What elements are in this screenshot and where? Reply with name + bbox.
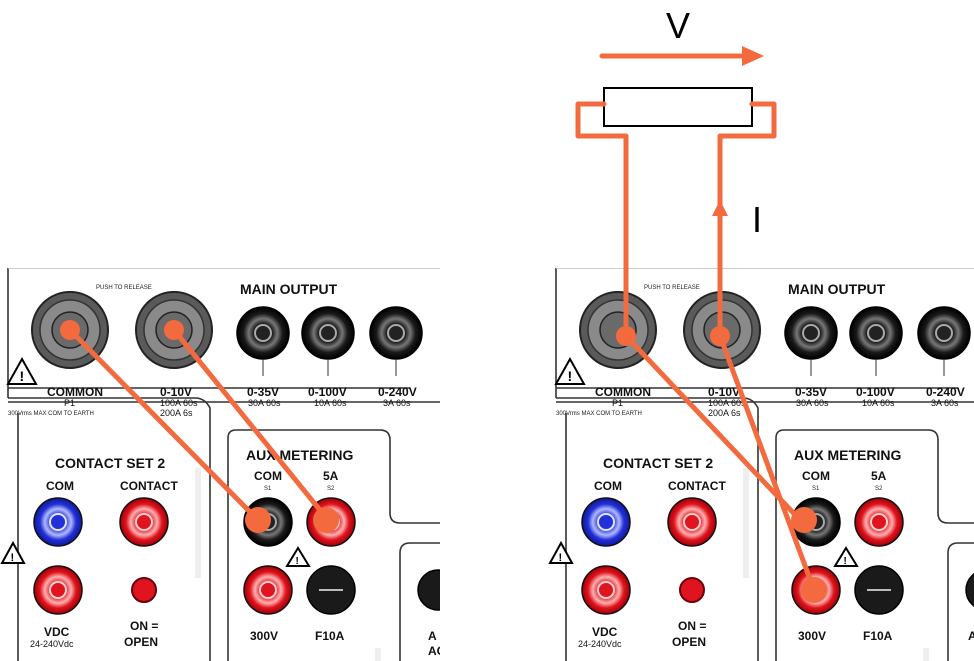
range-0-100v-rating: 10A 60s bbox=[314, 398, 347, 408]
left-wiring bbox=[60, 320, 339, 533]
range-0-35v-rating: 30A 60s bbox=[248, 398, 281, 408]
resistor-icon bbox=[603, 87, 753, 127]
range-0-10v-rating-1: 100A 60s bbox=[708, 398, 746, 408]
p1-label: P1 bbox=[612, 398, 623, 408]
main-output-label: MAIN OUTPUT bbox=[788, 281, 886, 297]
s2-label: S2 bbox=[327, 486, 335, 492]
range-0-35v-rating: 30A 60s bbox=[796, 398, 829, 408]
left-panel-labels: PUSH TO RELEASE MAIN OUTPUT COMMON P1 30… bbox=[8, 281, 446, 658]
on-label: ON = bbox=[130, 619, 158, 633]
range-0-240v-label: 0-240V bbox=[926, 385, 965, 399]
contact-label: CONTACT bbox=[668, 479, 726, 493]
aux-5a-label: 5A bbox=[323, 469, 339, 483]
vdc-label: VDC bbox=[592, 625, 618, 639]
range-0-240v-rating: 3A 60s bbox=[383, 398, 411, 408]
range-0-240v-label: 0-240V bbox=[378, 385, 417, 399]
vdc-label: VDC bbox=[44, 625, 70, 639]
wire-endpoint bbox=[245, 507, 271, 533]
aux-metering-label: AUX METERING bbox=[246, 447, 353, 463]
aux-300v-label: 300V bbox=[250, 629, 278, 643]
wire-0-10v-to-aux-5a bbox=[171, 327, 331, 523]
wire-endpoint bbox=[616, 326, 636, 346]
aux-com-label: COM bbox=[254, 469, 282, 483]
aux-metering-label: AUX METERING bbox=[794, 447, 901, 463]
wire-endpoint bbox=[791, 507, 817, 533]
partial-ac-label: AC bbox=[428, 644, 446, 658]
contact-set-label: CONTACT SET 2 bbox=[603, 455, 713, 471]
wire-endpoint bbox=[710, 326, 730, 346]
s1-label: S1 bbox=[812, 486, 820, 492]
contact-label: CONTACT bbox=[120, 479, 178, 493]
current-arrow-icon bbox=[712, 200, 728, 216]
range-0-100v-rating: 10A 60s bbox=[862, 398, 895, 408]
push-to-release-label: PUSH TO RELEASE bbox=[644, 285, 700, 291]
voltage-label: V bbox=[666, 5, 690, 46]
right-wiring bbox=[575, 46, 827, 603]
wire-endpoint bbox=[164, 320, 184, 340]
contact-com-label: COM bbox=[594, 479, 622, 493]
current-label: I bbox=[752, 199, 762, 240]
on-label: ON = bbox=[678, 619, 706, 633]
voltage-arrowhead-icon bbox=[742, 46, 764, 66]
open-label: OPEN bbox=[672, 635, 706, 649]
range-0-10v-rating-2: 200A 6s bbox=[160, 408, 193, 418]
s2-label: S2 bbox=[875, 486, 883, 492]
wire-load-to-common bbox=[575, 101, 629, 339]
range-0-240v-rating: 3A 60s bbox=[931, 398, 959, 408]
aux-300v-label: 300V bbox=[798, 629, 826, 643]
range-0-10v-label: 0-10V bbox=[160, 385, 192, 399]
wire-endpoint bbox=[801, 577, 827, 603]
range-0-10v-rating-1: 100A 60s bbox=[160, 398, 198, 408]
main-output-label: MAIN OUTPUT bbox=[240, 281, 338, 297]
f10a-label: F10A bbox=[863, 629, 893, 643]
range-0-10v-label: 0-10V bbox=[708, 385, 740, 399]
vdc-range-label: 24-240Vdc bbox=[578, 639, 622, 649]
p1-label: P1 bbox=[64, 398, 75, 408]
partial-a-label: A bbox=[428, 629, 437, 643]
earth-note: 300Vrms MAX COM TO EARTH bbox=[556, 411, 642, 417]
range-0-100v-label: 0-100V bbox=[308, 385, 347, 399]
contact-com-label: COM bbox=[46, 479, 74, 493]
common-label: COMMON bbox=[47, 385, 103, 399]
aux-com-label: COM bbox=[802, 469, 830, 483]
aux-5a-label: 5A bbox=[871, 469, 887, 483]
common-label: COMMON bbox=[595, 385, 651, 399]
f10a-label: F10A bbox=[315, 629, 345, 643]
wire-endpoint bbox=[60, 320, 80, 340]
earth-note: 300Vrms MAX COM TO EARTH bbox=[8, 411, 94, 417]
open-label: OPEN bbox=[124, 635, 158, 649]
wire-common-to-aux-com bbox=[67, 327, 261, 523]
range-0-35v-label: 0-35V bbox=[247, 385, 279, 399]
wire-endpoint bbox=[313, 507, 339, 533]
s1-label: S1 bbox=[264, 486, 272, 492]
contact-set-label: CONTACT SET 2 bbox=[55, 455, 165, 471]
range-0-10v-rating-2: 200A 6s bbox=[708, 408, 741, 418]
range-0-100v-label: 0-100V bbox=[856, 385, 895, 399]
wire-common-to-aux-com bbox=[623, 333, 803, 523]
partial-a-label: A bbox=[968, 629, 974, 643]
vdc-range-label: 24-240Vdc bbox=[30, 639, 74, 649]
right-panel-labels: PUSH TO RELEASE MAIN OUTPUT COMMON P1 30… bbox=[556, 281, 974, 649]
push-to-release-label: PUSH TO RELEASE bbox=[96, 285, 152, 291]
range-0-35v-label: 0-35V bbox=[795, 385, 827, 399]
wire-0-10v-to-aux-300v bbox=[717, 333, 817, 593]
